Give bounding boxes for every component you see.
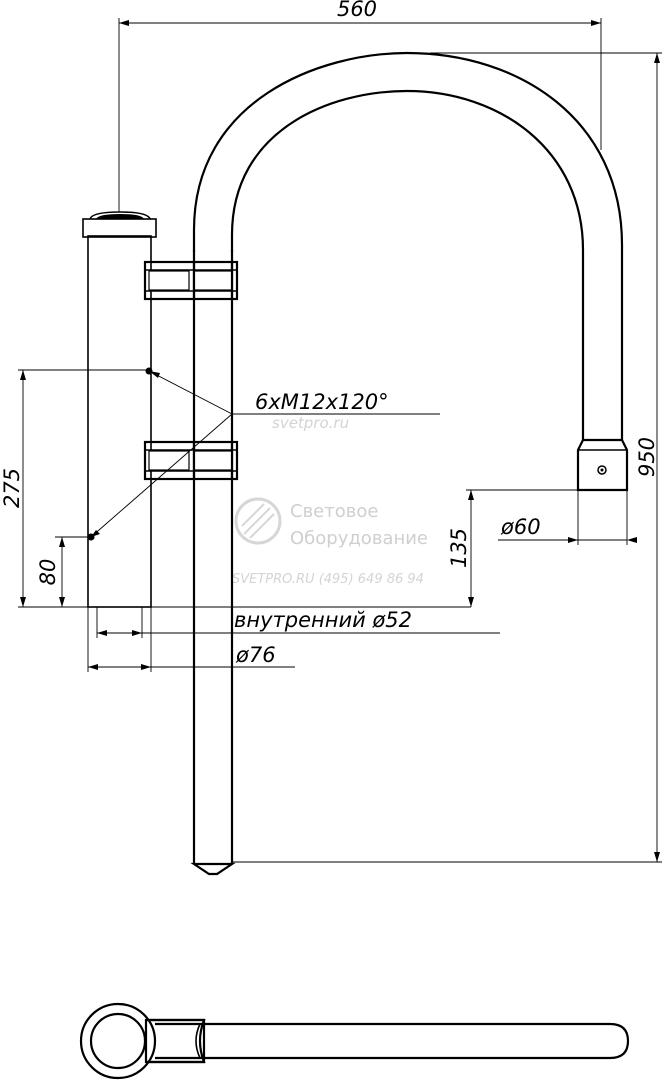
- top-view-sleeve-outer: [79, 1002, 157, 1080]
- top-view-arm-curve: [195, 1023, 201, 1059]
- sleeve-body: [87, 235, 152, 608]
- dim-tip-diameter-label: ø60: [500, 515, 541, 539]
- dim-height-label: 950: [635, 437, 659, 477]
- end-fitting: [576, 438, 629, 492]
- dim-outer-diameter-label: ø76: [235, 643, 276, 667]
- dimension-inner-diameter-52: внутренний ø52: [96, 607, 500, 638]
- watermark-contact: SVETPRO.RU (495) 649 86 94: [232, 572, 424, 587]
- top-view: [79, 1002, 630, 1080]
- dim-bolt-spacing-label: 275: [0, 468, 24, 508]
- sleeve-cap-fill: [96, 214, 144, 219]
- watermark-brand-line1: Световое: [290, 501, 378, 522]
- bolt-callout: 6xM12x120°: [90, 370, 440, 538]
- top-view-arm: [155, 1022, 630, 1060]
- end-fitting-screw: [597, 465, 607, 475]
- dimension-height-950: 950: [232, 52, 662, 863]
- watermark-brand-line2: Оборудование: [290, 528, 428, 549]
- dimension-width-560: 560: [118, 0, 602, 212]
- watermark: svetpro.ru Световое Оборудование SVETPRO…: [232, 414, 428, 587]
- sleeve-collar: [82, 218, 157, 238]
- dimension-outer-diameter-76: ø76: [87, 607, 295, 672]
- watermark-site-top: svetpro.ru: [272, 414, 349, 432]
- bolt-callout-label: 6xM12x120°: [255, 390, 389, 414]
- watermark-logo-icon: [234, 497, 282, 545]
- dim-bolt-offset-label: 80: [36, 559, 60, 586]
- dimension-tip-height-135: 135: [151, 489, 578, 608]
- dimension-bolt-spacing-275: 275: [0, 369, 149, 608]
- sleeve-cap: [89, 211, 151, 220]
- end-fitting-screw-dot: [600, 468, 604, 472]
- shaft-tip: [190, 862, 236, 876]
- dim-tip-height-label: 135: [447, 528, 471, 568]
- dimension-bolt-offset-80: 80: [36, 536, 91, 607]
- dim-inner-diameter-label: внутренний ø52: [234, 608, 412, 632]
- arch-outer: [192, 51, 624, 440]
- dim-width-label: 560: [337, 0, 377, 21]
- arch-inner: [230, 89, 585, 440]
- bracket-tube: [190, 51, 629, 876]
- clamp-upper: [143, 260, 239, 301]
- dimension-tip-diameter-60: ø60: [498, 490, 637, 545]
- clamp-lower: [143, 440, 239, 481]
